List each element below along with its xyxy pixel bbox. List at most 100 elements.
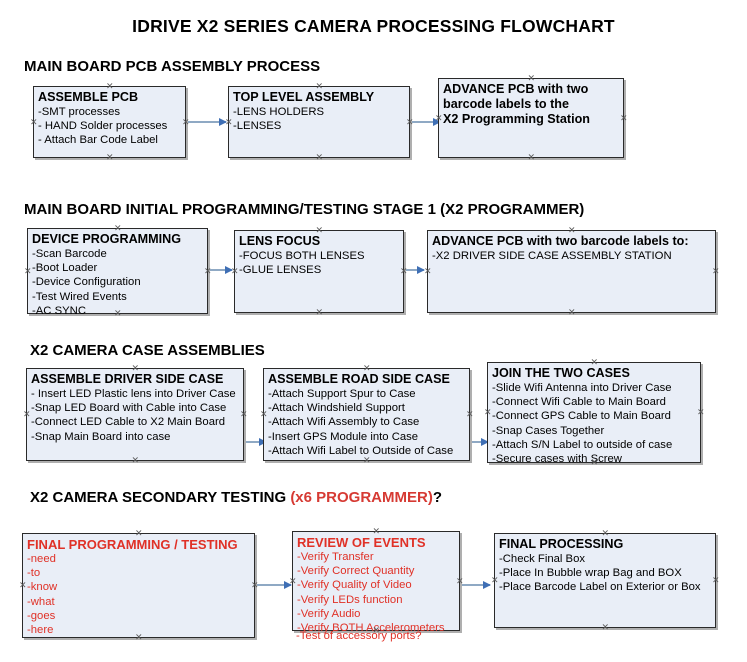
node-assemble-road-side-case[interactable]: ASSEMBLE ROAD SIDE CASE -Attach Support … <box>263 368 470 461</box>
node-line: -what <box>27 595 55 608</box>
node-header: TOP LEVEL ASSEMBLY <box>233 90 375 104</box>
node-line: -Verify Transfer <box>297 551 374 563</box>
handle-top-icon <box>114 225 121 232</box>
node-line: -Insert GPS Module into Case <box>268 430 419 443</box>
handle-right-icon <box>712 268 719 275</box>
node-join-the-two-cases[interactable]: JOIN THE TWO CASES -Slide Wifi Antenna i… <box>484 359 701 465</box>
node-advance-pcb-to-x2-programming-station[interactable]: ADVANCE PCB with two barcode labels to t… <box>438 78 624 158</box>
node-overflow-line-test-of-accessory-ports: -Test of accessory ports? <box>296 630 422 642</box>
node-line: -Verify BOTH Accelerometers <box>297 622 445 635</box>
node-header: ASSEMBLE PCB <box>38 90 139 104</box>
node-line: -Test Wired Events <box>32 290 127 303</box>
section-heading-x2-camera-case-assemblies: X2 CAMERA CASE ASSEMBLIES <box>30 342 265 359</box>
node-assemble-pcb[interactable]: ASSEMBLE PCB -SMT processes - HAND Solde… <box>33 86 186 158</box>
section-heading-text: MAIN BOARD PCB ASSEMBLY PROCESS <box>24 58 321 75</box>
node-line: - Insert LED Plastic lens into Driver Ca… <box>31 388 236 400</box>
node-line: -know <box>27 581 58 594</box>
node-line: -GLUE LENSES <box>239 264 322 277</box>
node-assemble-driver-side-case[interactable]: ASSEMBLE DRIVER SIDE CASE - Insert LED P… <box>26 368 244 461</box>
node-line: -Slide Wifi Antenna into Driver Case <box>492 382 672 394</box>
handle-bottom-icon <box>363 457 370 464</box>
node-lens-focus[interactable]: LENS FOCUS -FOCUS BOTH LENSES -GLUE LENS… <box>234 230 404 313</box>
handle-top-icon <box>132 365 139 372</box>
handle-top-icon <box>135 530 142 537</box>
node-header: FINAL PROCESSING <box>499 537 624 551</box>
node-header: JOIN THE TWO CASES <box>492 366 630 380</box>
node-line: -Connect GPS Cable to Main Board <box>492 410 671 423</box>
conn-final-programming-to-review <box>257 580 292 589</box>
handle-bottom-icon <box>132 457 139 464</box>
node-line: -LENSES <box>233 120 282 133</box>
handle-left-icon <box>424 268 431 275</box>
handle-bottom-icon <box>316 154 323 161</box>
node-line: -here <box>27 624 54 637</box>
node-line: -Connect Wifi Cable to Main Board <box>492 396 666 409</box>
handle-bottom-icon <box>528 154 535 161</box>
conn-top-level-assembly-to-advance-pcb <box>412 117 441 126</box>
handle-top-icon <box>316 83 323 90</box>
node-line: -Place In Bubble wrap Bag and BOX <box>499 567 682 580</box>
section-heading-accent: (x6 PROGRAMMER) <box>290 489 433 506</box>
handle-top-icon <box>568 227 575 234</box>
node-line: -Verify Correct Quantity <box>297 565 415 578</box>
node-line: -AC SYNC <box>32 304 86 317</box>
node-top-level-assembly[interactable]: TOP LEVEL ASSEMBLY -LENS HOLDERS -LENSES <box>228 86 410 158</box>
node-line: -FOCUS BOTH LENSES <box>239 250 365 262</box>
handle-top-icon <box>106 83 113 90</box>
handle-right-icon <box>240 411 247 418</box>
handle-bottom-icon <box>106 154 113 161</box>
node-line: -Check Final Box <box>499 553 586 565</box>
node-final-processing[interactable]: FINAL PROCESSING -Check Final Box -Place… <box>494 533 716 628</box>
handle-top-icon <box>363 365 370 372</box>
handle-top-icon <box>316 227 323 234</box>
node-line: -Attach Support Spur to Case <box>268 388 416 400</box>
section-heading-main-board-initial-programming-testing-stage-1: MAIN BOARD INITIAL PROGRAMMING/TESTING S… <box>24 201 584 218</box>
handle-bottom-icon <box>602 624 609 631</box>
section-heading-x2-camera-secondary-testing: X2 CAMERA SECONDARY TESTING (x6 PROGRAMM… <box>30 489 442 506</box>
node-line: -Snap Main Board into case <box>31 430 171 443</box>
node-line: -Boot Loader <box>32 262 98 275</box>
section-heading-text: MAIN BOARD INITIAL PROGRAMMING/TESTING S… <box>24 201 585 218</box>
node-header: ASSEMBLE ROAD SIDE CASE <box>268 372 450 386</box>
node-line: -goes <box>27 609 56 622</box>
handle-left-icon <box>484 409 491 416</box>
node-header: REVIEW OF EVENTS <box>297 535 426 550</box>
node-line: -need <box>27 553 56 565</box>
node-header: ASSEMBLE DRIVER SIDE CASE <box>31 372 224 386</box>
node-header: FINAL PROGRAMMING / TESTING <box>27 537 238 552</box>
node-header: LENS FOCUS <box>239 234 321 248</box>
node-device-programming[interactable]: DEVICE PROGRAMMING -Scan Barcode -Boot L… <box>24 225 208 317</box>
handle-left-icon <box>19 582 26 589</box>
node-line: - HAND Solder processes <box>38 120 168 133</box>
handle-top-icon <box>602 530 609 537</box>
node-final-programming-testing[interactable]: FINAL PROGRAMMING / TESTING -need -to -k… <box>22 533 255 638</box>
conn-assemble-pcb-to-top-level-assembly <box>188 117 227 126</box>
node-line: -Verify Quality of Video <box>297 579 412 592</box>
node-review-of-events[interactable]: REVIEW OF EVENTS -Verify Transfer -Verif… <box>292 531 460 634</box>
section-heading-text: X2 CAMERA SECONDARY TESTING <box>30 489 291 506</box>
conn-lens-focus-to-advance-pcb <box>406 265 425 274</box>
handle-top-icon <box>591 359 598 366</box>
node-line: -to <box>27 567 41 580</box>
node-advance-pcb-to-driver-side-case-assembly[interactable]: ADVANCE PCB with two barcode labels to: … <box>427 230 716 313</box>
handle-left-icon <box>30 119 37 126</box>
section-heading-text: X2 CAMERA CASE ASSEMBLIES <box>30 342 265 359</box>
node-line: -Snap Cases Together <box>492 424 605 437</box>
handle-left-icon <box>24 268 31 275</box>
conn-review-to-final-processing <box>462 580 491 589</box>
node-line: -Attach Windshield Support <box>268 402 405 415</box>
conn-road-case-to-join-cases <box>472 437 489 446</box>
page-title: IDRIVE X2 SERIES CAMERA PROCESSING FLOWC… <box>132 16 615 36</box>
node-line: -X2 DRIVER SIDE CASE ASSEMBLY STATION <box>432 250 672 262</box>
node-line: -Verify Audio <box>297 607 361 620</box>
node-line: -Attach Wifi Label to Outside of Case <box>268 444 454 457</box>
node-line: -Attach Wifi Assembly to Case <box>268 416 420 429</box>
node-header: ADVANCE PCB with two <box>443 82 589 96</box>
node-header: DEVICE PROGRAMMING <box>32 232 182 246</box>
node-line: -Scan Barcode <box>32 248 107 260</box>
node-header-line: X2 Programming Station <box>443 112 590 126</box>
node-line: - Attach Bar Code Label <box>38 134 158 147</box>
section-heading-main-board-pcb-assembly-process: MAIN BOARD PCB ASSEMBLY PROCESS <box>24 58 320 75</box>
handle-left-icon <box>260 411 267 418</box>
